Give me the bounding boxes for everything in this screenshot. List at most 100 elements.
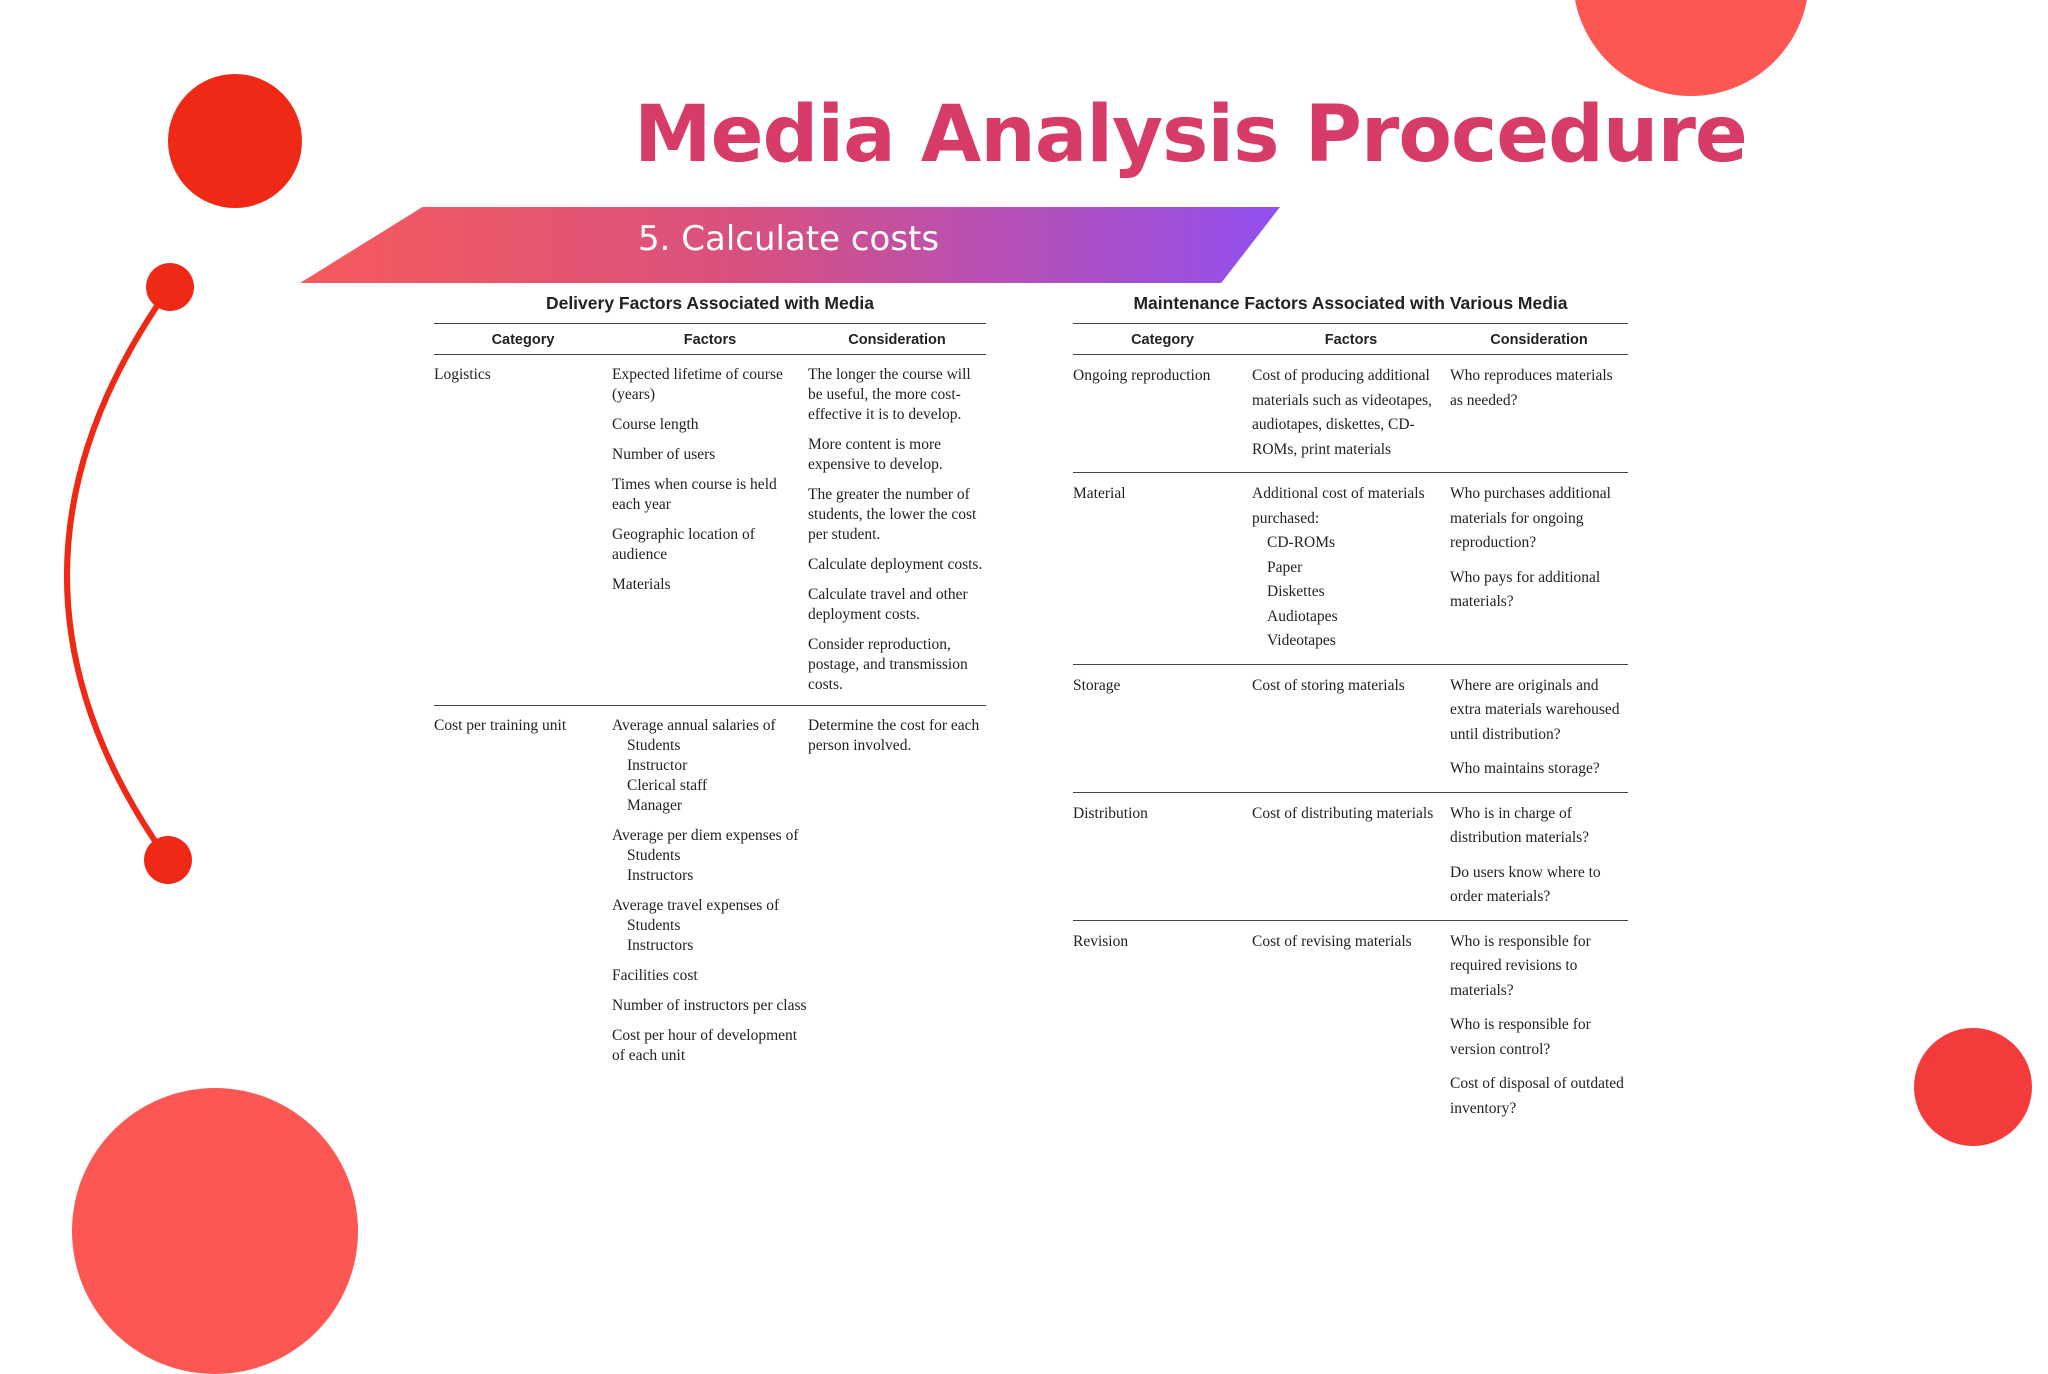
factor-item: Course length: [612, 416, 699, 433]
decor-arc-dot-top: [146, 263, 194, 311]
factor-item: Cost of revising materials: [1252, 932, 1412, 950]
category-cell: Revision: [1073, 932, 1129, 950]
consideration-item: Where are originals and extra materials …: [1450, 676, 1620, 743]
maintenance-row-ongoing-reproduction: Ongoing reproduction Cost of producing a…: [1073, 354, 1628, 473]
maintenance-factors-table: Maintenance Factors Associated with Vari…: [1073, 293, 1628, 1131]
consideration-item: Who is responsible for version control?: [1450, 1016, 1591, 1058]
factor-label: Average annual salaries of: [612, 717, 776, 734]
factors-cell: Average annual salaries of Students Inst…: [612, 706, 808, 1077]
maintenance-row-revision: Revision Cost of revising materials Who …: [1073, 920, 1628, 1131]
maintenance-header-factors: Factors: [1252, 323, 1450, 355]
decor-arc-line: [64, 285, 173, 862]
maintenance-header-consideration: Consideration: [1450, 323, 1628, 355]
consideration-cell: Who is in charge of distribution materia…: [1450, 792, 1628, 921]
consideration-cell: Determine the cost for each person invol…: [808, 706, 986, 1077]
category-cell: Ongoing reproduction: [1073, 354, 1252, 473]
category-cell: Storage: [1073, 664, 1252, 793]
consideration-item: Do users know where to order materials?: [1450, 863, 1601, 906]
consideration-item: Who purchases additional materials for o…: [1450, 485, 1611, 551]
delivery-header-factors: Factors: [612, 323, 808, 355]
maintenance-row-storage: Storage Cost of storing materials Where …: [1073, 664, 1628, 793]
factor-sub-item: Videotapes: [1267, 632, 1336, 649]
factor-sub-item: Audiotapes: [1267, 607, 1338, 625]
factor-item: Cost per hour of development of each uni…: [612, 1027, 798, 1064]
consideration-item: Calculate deployment costs.: [808, 556, 983, 573]
consideration-item: The longer the course will be useful, th…: [808, 366, 971, 423]
consideration-item: Determine the cost for each person invol…: [808, 717, 980, 754]
consideration-cell: Who is responsible for required revision…: [1450, 920, 1628, 1131]
factor-item: Average travel expenses of Students Inst…: [612, 896, 808, 956]
factor-sub-item: Students: [627, 737, 681, 754]
decor-circle-bottom-left: [72, 1088, 358, 1374]
factors-cell: Cost of distributing materials: [1252, 792, 1450, 921]
consideration-cell: Who reproduces materials as needed?: [1450, 354, 1628, 473]
consideration-item: Who maintains storage?: [1450, 760, 1600, 777]
delivery-header-category: Category: [434, 323, 612, 355]
consideration-cell: Where are originals and extra materials …: [1450, 664, 1628, 793]
maintenance-table-title: Maintenance Factors Associated with Vari…: [1133, 293, 1568, 313]
factor-item: Geographic location of audience: [612, 526, 755, 563]
delivery-header-consideration: Consideration: [808, 323, 986, 355]
consideration-item: More content is more expensive to develo…: [808, 436, 943, 473]
maintenance-header-category: Category: [1073, 323, 1252, 355]
consideration-item: Cost of disposal of outdated inventory?: [1450, 1075, 1624, 1117]
decor-circle-top-right: [1573, 0, 1809, 96]
factor-item: Number of instructors per class: [612, 997, 807, 1014]
decor-arc-dot-bottom: [144, 836, 192, 884]
category-cell: Distribution: [1073, 792, 1252, 921]
factor-sub-item: Instructors: [627, 867, 694, 884]
factors-cell: Cost of producing additional materials s…: [1252, 354, 1450, 473]
category-label: Logistics: [434, 366, 491, 383]
maintenance-header-row: Category Factors Consideration: [1073, 323, 1628, 355]
category-cell: Logistics: [434, 354, 612, 706]
factor-item: Materials: [612, 576, 671, 593]
delivery-group-logistics: Logistics Expected lifetime of course (y…: [434, 354, 986, 706]
maintenance-table: Category Factors Consideration Ongoing r…: [1073, 323, 1628, 1131]
consideration-cell: Who purchases additional materials for o…: [1450, 472, 1628, 665]
decor-circle-left: [168, 74, 302, 208]
factor-item: Facilities cost: [612, 967, 698, 984]
factor-item: Expected lifetime of course (years): [612, 366, 783, 403]
factor-item: Cost of storing materials: [1252, 676, 1405, 694]
factor-sub-item: Manager: [627, 797, 683, 814]
factor-sub-item: Paper: [1267, 558, 1303, 576]
consideration-item: Who pays for additional materials?: [1450, 568, 1601, 611]
factors-cell: Additional cost of materials purchased: …: [1252, 472, 1450, 665]
category-label: Cost per training unit: [434, 717, 567, 734]
factor-sub-item: Instructor: [627, 757, 688, 774]
factor-item: Number of users: [612, 446, 716, 463]
delivery-table-title: Delivery Factors Associated with Media: [545, 293, 875, 313]
category-cell: Cost per training unit: [434, 706, 612, 1077]
factor-label: Average per diem expenses of: [612, 827, 799, 844]
subtitle-banner: [300, 207, 1280, 283]
factors-cell: Expected lifetime of course (years) Cour…: [612, 354, 808, 706]
subtitle-text: 5. Calculate costs: [638, 219, 940, 259]
factor-sub-item: Students: [627, 847, 681, 864]
factor-item: Additional cost of materials purchased: …: [1252, 482, 1450, 654]
consideration-cell: The longer the course will be useful, th…: [808, 354, 986, 706]
factor-item: Cost of distributing materials: [1252, 804, 1434, 822]
factor-item: Times when course is held each year: [612, 476, 777, 513]
consideration-item: Who is responsible for required revision…: [1450, 932, 1591, 999]
factor-item: Cost of producing additional materials s…: [1252, 367, 1432, 458]
delivery-group-cost-per-training-unit: Cost per training unit Average annual sa…: [434, 706, 986, 1077]
maintenance-row-material: Material Additional cost of materials pu…: [1073, 472, 1628, 665]
factor-item: Average annual salaries of Students Inst…: [612, 716, 808, 816]
consideration-item: Who reproduces materials as needed?: [1450, 367, 1613, 409]
consideration-item: Who is in charge of distribution materia…: [1450, 804, 1590, 847]
delivery-header-row: Category Factors Consideration: [434, 323, 986, 355]
delivery-table: Category Factors Consideration Logistics…: [434, 323, 986, 1076]
factor-sub-item: CD-ROMs: [1267, 534, 1336, 551]
factor-item: Average per diem expenses of Students In…: [612, 826, 808, 886]
maintenance-row-distribution: Distribution Cost of distributing materi…: [1073, 792, 1628, 921]
factor-label: Additional cost of materials purchased:: [1252, 485, 1425, 527]
consideration-item: Calculate travel and other deployment co…: [808, 586, 968, 623]
consideration-item: Consider reproduction, postage, and tran…: [808, 636, 968, 693]
consideration-item: The greater the number of students, the …: [808, 486, 977, 543]
factor-sub-item: Clerical staff: [627, 777, 708, 794]
delivery-factors-table: Delivery Factors Associated with Media C…: [434, 293, 986, 1076]
decor-circle-bottom-right: [1914, 1028, 2032, 1146]
factor-sub-item: Instructors: [627, 937, 694, 954]
factors-cell: Cost of storing materials: [1252, 664, 1450, 793]
factor-label: Average travel expenses of: [612, 897, 780, 914]
